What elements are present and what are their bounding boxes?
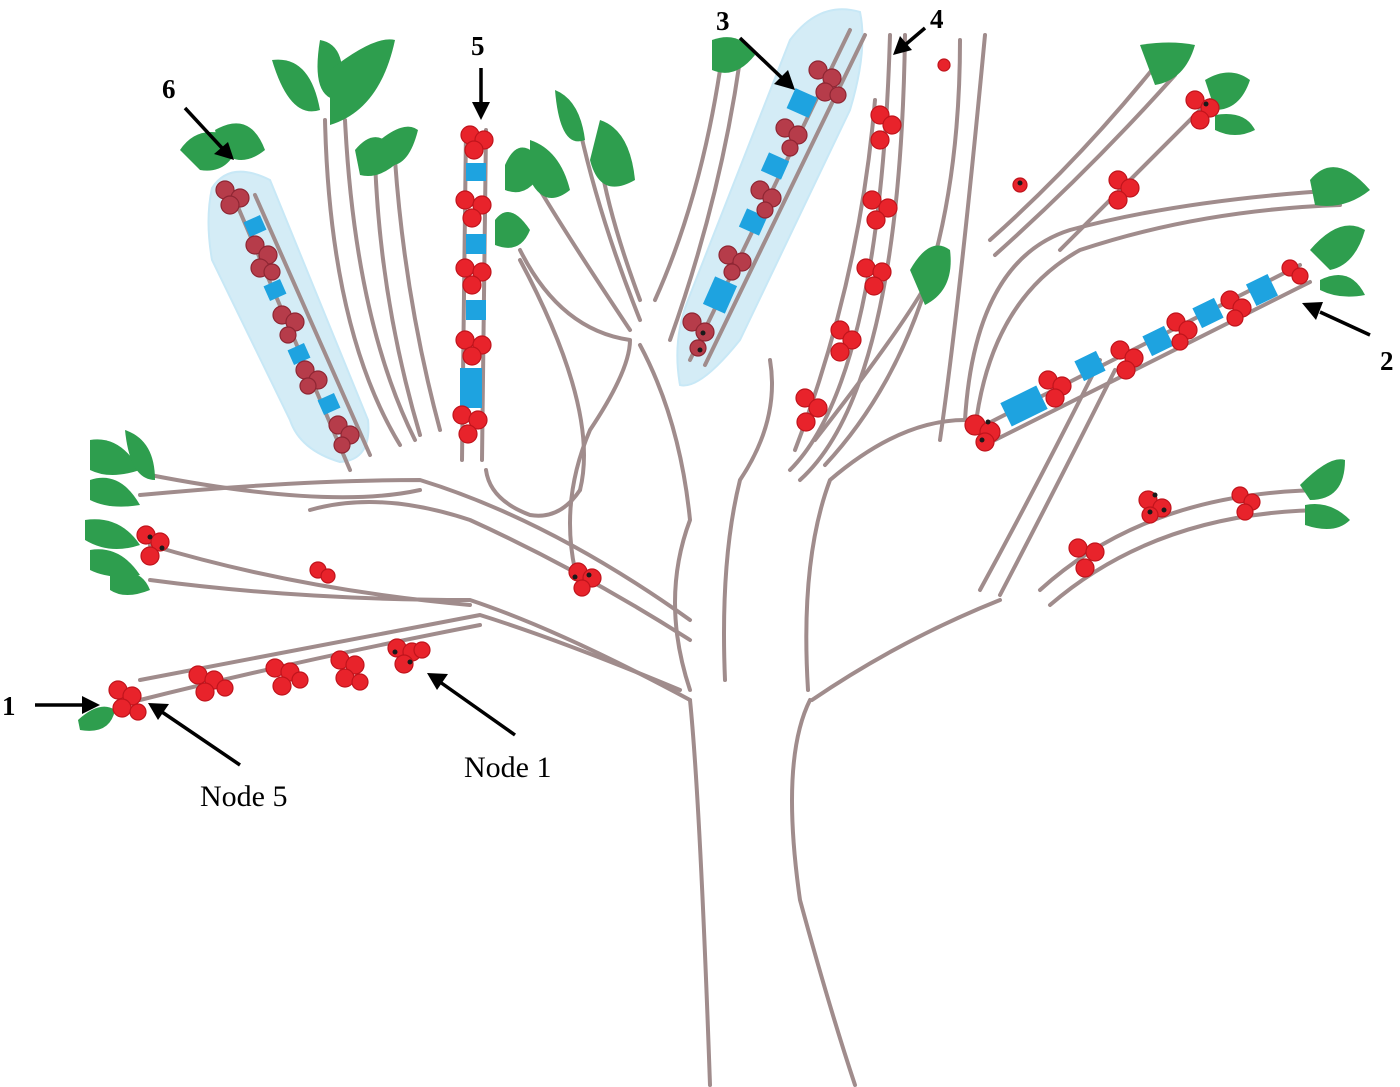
arrow-branch-1 (35, 696, 100, 714)
berry-clusters (108, 58, 1309, 721)
arrow-branch-4 (893, 26, 927, 55)
label-node-5: Node 5 (200, 780, 287, 813)
label-branch-3: 3 (716, 6, 730, 36)
arrow-branch-5 (472, 68, 490, 120)
arrows (35, 26, 1371, 767)
berry-cluster-b4 (795, 58, 951, 432)
berry-cluster-left (136, 525, 602, 597)
label-branch-4: 4 (930, 4, 944, 34)
arrow-branch-6 (183, 106, 234, 160)
arrow-branch-2 (1302, 302, 1371, 337)
label-branch-2: 2 (1380, 346, 1394, 376)
label-branch-5: 5 (471, 31, 485, 61)
label-node-1: Node 1 (464, 751, 551, 784)
berry-cluster-b5 (452, 125, 494, 444)
arrow-node-1 (427, 673, 517, 737)
arrow-branch-3 (738, 36, 795, 90)
berry-cluster-b6 (215, 180, 360, 454)
berry-cluster-lower-right (1068, 486, 1261, 578)
berry-cluster-b3 (682, 60, 847, 357)
berry-cluster-b1 (108, 638, 431, 721)
leaves (78, 37, 1370, 731)
label-branch-6: 6 (162, 74, 176, 104)
internode-segments (243, 88, 1279, 427)
berry-cluster-b2 (964, 259, 1309, 452)
arrow-node-5 (148, 703, 241, 767)
labels: 1 2 3 4 5 6 Node 1 Node 5 (2, 4, 1394, 813)
berry-cluster-right (1012, 90, 1220, 210)
label-branch-1: 1 (2, 691, 16, 721)
